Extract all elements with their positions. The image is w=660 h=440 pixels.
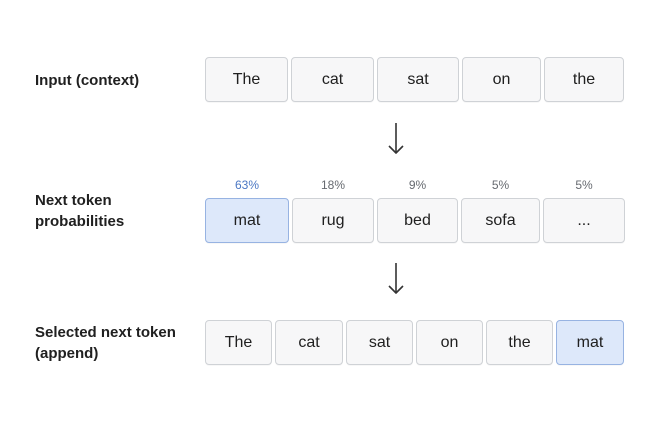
input-token: on [462, 57, 541, 102]
probability-value: 18% [320, 178, 346, 192]
down-arrow-icon [388, 263, 404, 294]
probabilities-label-line1: Next token [35, 192, 112, 209]
output-token: on [416, 320, 483, 365]
output-token: The [205, 320, 272, 365]
input-token-row: The cat sat on the [205, 57, 624, 102]
down-arrow-icon [388, 123, 404, 154]
output-row-label: Selected next token (append) [35, 322, 176, 364]
input-row-label-text: Input (context) [35, 72, 140, 89]
candidate-token: rug [292, 198, 374, 243]
probabilities-label-line2: probabilities [35, 213, 125, 230]
probability-values-row: 63% 18% 9% 5% 5% [205, 178, 625, 192]
candidate-token: ... [543, 198, 625, 243]
input-token: cat [291, 57, 374, 102]
probability-value: 5% [575, 178, 593, 192]
candidate-token: bed [377, 198, 458, 243]
input-row-label: Input (context) [35, 70, 139, 91]
candidate-token-row: mat rug bed sofa ... [205, 198, 625, 243]
output-token: the [486, 320, 553, 365]
probabilities-row-label: Next token probabilities [35, 190, 124, 232]
probability-value: 5% [491, 178, 510, 192]
input-token: The [205, 57, 288, 102]
output-token: cat [275, 320, 343, 365]
probability-value: 9% [408, 178, 427, 192]
candidate-token: sofa [461, 198, 540, 243]
probability-value: 63% [234, 178, 260, 192]
output-label-line2: (append) [35, 345, 99, 362]
output-label-line1: Selected next token [35, 324, 176, 341]
candidate-token-selected: mat [205, 198, 289, 243]
output-token-appended: mat [556, 320, 624, 365]
input-token: sat [377, 57, 459, 102]
output-token: sat [346, 320, 413, 365]
input-token: the [544, 57, 624, 102]
output-token-row: The cat sat on the mat [205, 320, 624, 365]
